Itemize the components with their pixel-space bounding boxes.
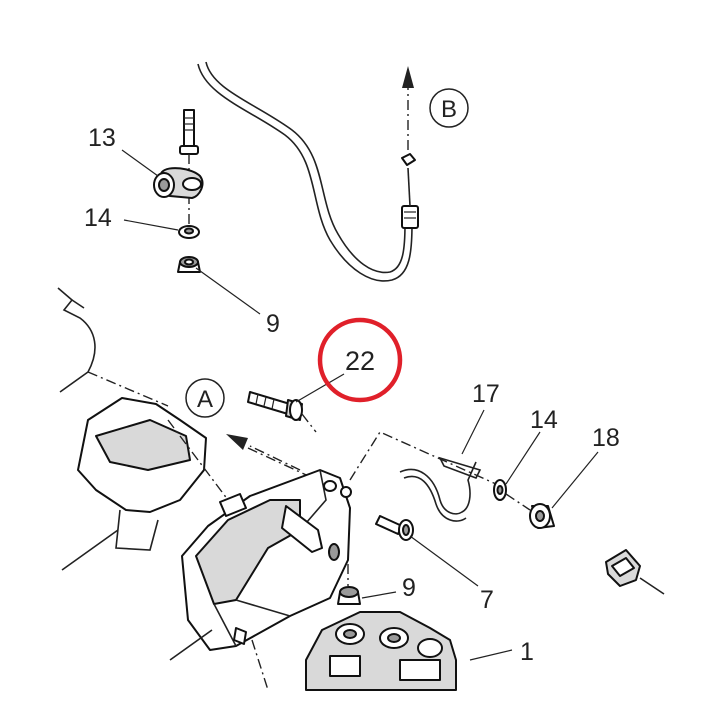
highlight-circle-22: 22 [317, 317, 403, 403]
clamp-13 [153, 167, 204, 199]
washer-14-right [493, 479, 531, 511]
spring-clip-17 [349, 431, 497, 522]
leader-lines [121, 149, 599, 661]
label-part-18: 18 [592, 424, 620, 452]
label-part-9-top: 9 [266, 310, 280, 338]
nut-9-bottom [337, 564, 361, 605]
connector-right [605, 549, 665, 595]
bolt-22 [247, 391, 317, 433]
assembly-1 [251, 611, 457, 691]
nut-9-top [177, 256, 201, 273]
label-part-9-bottom: 9 [402, 574, 416, 602]
alignment-line-a [167, 419, 229, 501]
label-part-14-top: 14 [84, 204, 112, 232]
callout-a-label: A [197, 386, 213, 413]
bolt-stud-top [179, 109, 199, 230]
callout-b: B [429, 88, 469, 128]
arrow-to-b [402, 66, 414, 150]
label-part-22: 22 [345, 346, 375, 376]
main-bracket [169, 469, 352, 661]
nut-18 [529, 503, 555, 529]
callout-b-label: B [441, 96, 457, 123]
arrow-to-a [226, 434, 301, 471]
cable-assembly [197, 61, 419, 282]
label-part-1: 1 [520, 638, 534, 666]
washer-14-top [178, 225, 200, 239]
housing-left [57, 287, 207, 571]
callout-a: A [185, 378, 225, 418]
label-part-7: 7 [480, 586, 494, 614]
screw-7 [375, 515, 414, 541]
label-part-14-right: 14 [530, 406, 558, 434]
label-part-13: 13 [88, 124, 116, 152]
label-part-17: 17 [472, 380, 500, 408]
